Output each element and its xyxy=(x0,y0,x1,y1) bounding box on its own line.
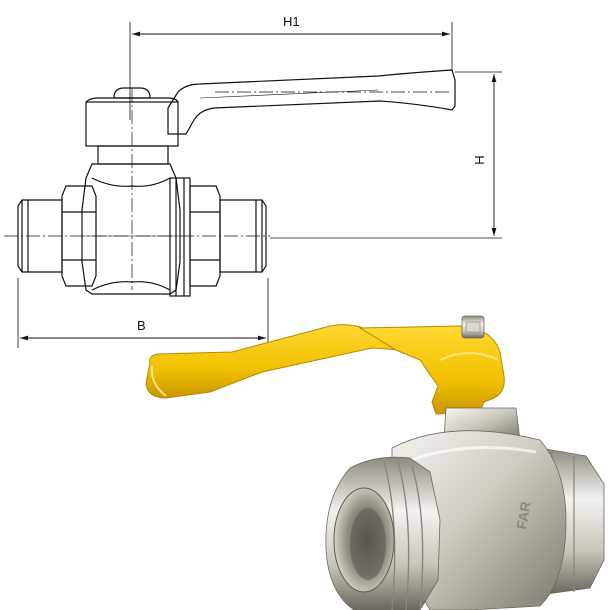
stem-nut xyxy=(461,315,485,339)
h-label: H xyxy=(472,155,487,164)
h1-label: H1 xyxy=(283,14,300,29)
lever-outline xyxy=(167,69,456,135)
body-marking: FAR xyxy=(513,500,534,530)
valve-photo: FAR xyxy=(145,315,605,610)
h-dimension xyxy=(270,71,502,239)
right-end-outline xyxy=(169,177,267,297)
h1-dimension xyxy=(129,22,453,120)
left-threaded-end xyxy=(325,456,441,610)
b-dimension xyxy=(17,278,269,348)
left-end-outline xyxy=(17,185,97,287)
b-label: B xyxy=(137,318,146,333)
stem-nut-outline xyxy=(85,87,179,165)
technical-drawing xyxy=(4,22,502,348)
valve-body-outline xyxy=(81,163,181,295)
